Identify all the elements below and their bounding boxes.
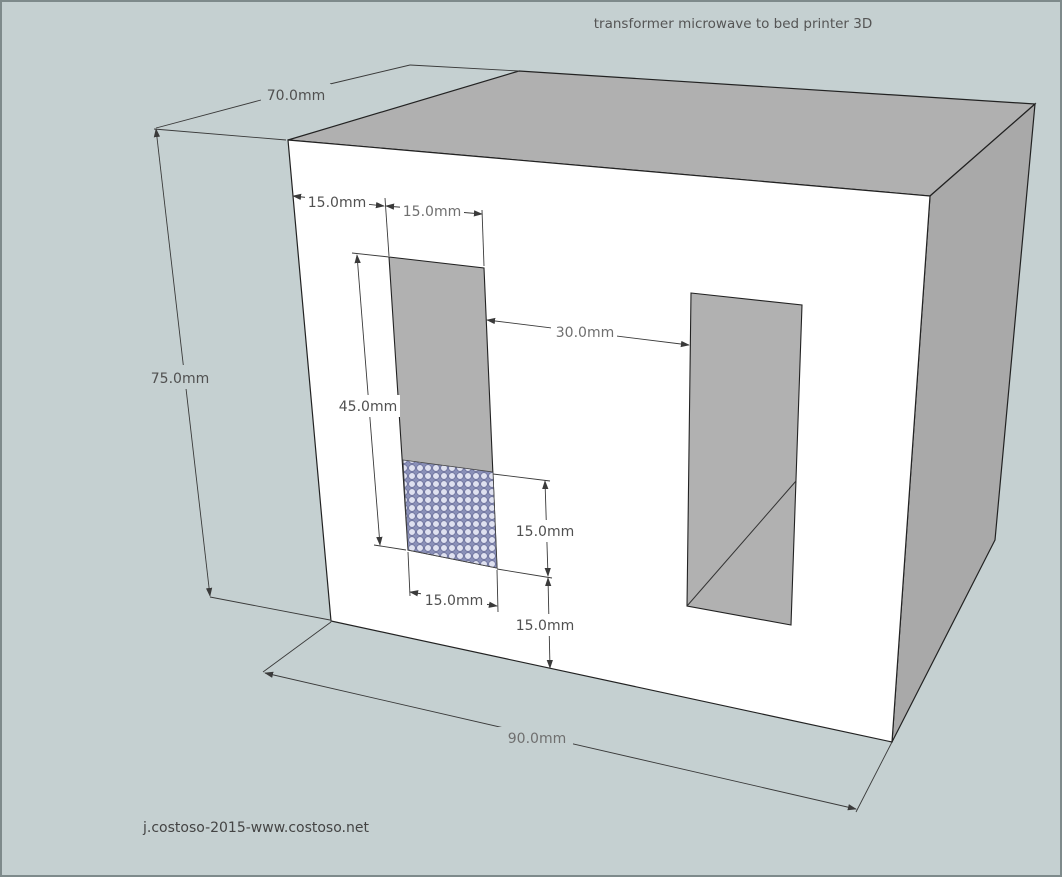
bottom-margin-dimension: 15.0mm (512, 577, 578, 669)
depth-dimension-label: 70.0mm (267, 88, 325, 104)
window-width-dimension: 15.0mm (385, 201, 485, 267)
coil-height-label: 15.0mm (516, 524, 574, 540)
window-width-label: 15.0mm (403, 204, 461, 220)
right-window-diagonal (686, 480, 797, 607)
window-height-dimension: 45.0mm (336, 252, 407, 551)
left-margin-dimension: 15.0mm (292, 192, 390, 257)
coil-winding (402, 459, 498, 569)
window-height-label: 45.0mm (339, 399, 397, 415)
coil-width-label: 15.0mm (425, 593, 483, 609)
bottom-margin-label: 15.0mm (516, 618, 574, 634)
depth-dimension: 70.0mm (153, 64, 520, 141)
coil-width-dimension: 15.0mm (407, 551, 499, 613)
window-gap-dimension: 30.0mm (486, 317, 690, 348)
window-gap-label: 30.0mm (556, 325, 614, 341)
coil-height-dimension: 15.0mm (492, 473, 578, 579)
height-dimension: 75.0mm (143, 128, 331, 621)
width-dimension: 90.0mm (262, 621, 893, 813)
author-credit: j.costoso-2015-www.costoso.net (142, 820, 369, 836)
drawing-title: transformer microwave to bed printer 3D (594, 16, 873, 32)
left-margin-label: 15.0mm (308, 195, 366, 211)
right-window (686, 292, 803, 626)
width-dimension-label: 90.0mm (508, 731, 566, 747)
height-dimension-label: 75.0mm (151, 371, 209, 387)
